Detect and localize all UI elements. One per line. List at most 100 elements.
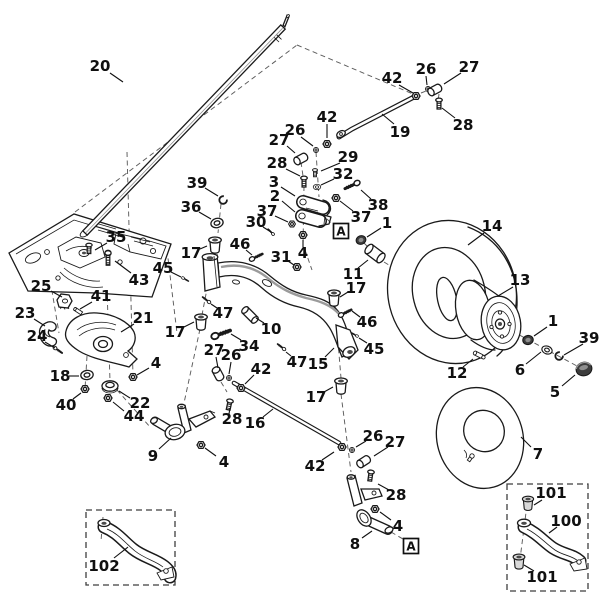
- tie-rod-16: [231, 380, 342, 446]
- leader-line-35: [94, 242, 108, 251]
- leader-line-13: [497, 286, 514, 297]
- leader-line-101: [523, 564, 535, 572]
- spindle-8: [346, 474, 394, 535]
- callout-30: 30: [246, 213, 267, 231]
- steering-shaft: [81, 14, 290, 237]
- tire-14: [386, 219, 518, 365]
- callout-37: 37: [257, 202, 278, 220]
- view-marker-label: A: [406, 540, 416, 554]
- bolt-35: [85, 242, 93, 255]
- bushing-17b: [327, 289, 341, 307]
- callout-27: 27: [269, 131, 290, 149]
- callout-28: 28: [386, 486, 407, 504]
- washer-18: [79, 368, 95, 382]
- callout-28: 28: [267, 154, 288, 172]
- leader-line-4: [136, 367, 150, 376]
- leader-line-28: [441, 107, 456, 119]
- pin-41: [73, 307, 84, 316]
- nut-42a: [322, 139, 332, 149]
- leader-line-20: [109, 72, 124, 83]
- callout-12: 12: [447, 364, 468, 382]
- leader-line-16: [262, 408, 274, 418]
- bushing-22: [101, 380, 119, 394]
- callout-37: 37: [351, 208, 372, 226]
- callout-13: 13: [510, 271, 531, 289]
- washer-6: [540, 343, 554, 357]
- callout-4: 4: [393, 517, 403, 535]
- leader-line-37: [274, 215, 289, 223]
- callout-25: 25: [31, 277, 52, 295]
- callout-35: 35: [106, 228, 127, 246]
- leader-line-27: [286, 145, 296, 154]
- leader-line-40: [72, 392, 82, 400]
- leader-line-28: [377, 483, 390, 491]
- callout-15: 15: [308, 355, 329, 373]
- bolt-28c: [224, 397, 235, 412]
- screw-47b: [275, 341, 288, 353]
- callout-46: 46: [230, 235, 251, 253]
- bolt-28d: [365, 469, 376, 483]
- callout-4: 4: [219, 453, 229, 471]
- clamp-25: [56, 293, 73, 310]
- leader-line-7: [520, 436, 532, 448]
- leader-line-2: [281, 200, 296, 213]
- screw-29: [312, 168, 318, 178]
- callout-27: 27: [204, 341, 225, 359]
- spacer-27a: [291, 151, 310, 167]
- callout-10: 10: [261, 320, 282, 338]
- callout-27: 27: [459, 58, 480, 76]
- callout-14: 14: [482, 217, 503, 235]
- bracket-100: [516, 518, 588, 572]
- callout-3: 3: [269, 173, 279, 191]
- spacer-27c: [210, 364, 226, 383]
- callout-34: 34: [239, 337, 260, 355]
- leader-line-26: [228, 361, 232, 375]
- callout-4: 4: [151, 354, 161, 372]
- leader-line-6: [525, 351, 542, 365]
- ring-26a: [313, 147, 319, 153]
- leader-line-27: [215, 356, 219, 369]
- callout-26: 26: [416, 60, 437, 78]
- leader-line-26: [425, 75, 428, 86]
- leader-line-42: [398, 84, 414, 94]
- leader-line-3: [280, 186, 296, 197]
- bushing-101a: [521, 495, 535, 512]
- view-marker-box: [402, 537, 420, 555]
- callout-42: 42: [251, 360, 272, 378]
- bushing-17a: [208, 236, 222, 254]
- leader-line-4: [204, 447, 217, 457]
- inset-box-right: [506, 483, 589, 592]
- callout-47: 47: [287, 353, 308, 371]
- leader-line-102: [113, 546, 129, 559]
- nut-40: [80, 384, 90, 394]
- leader-line-34: [230, 333, 242, 341]
- callout-27: 27: [385, 433, 406, 451]
- bushing-17c: [194, 313, 208, 331]
- leader-line-31: [287, 260, 295, 266]
- bracket-102: [97, 518, 177, 584]
- leader-line-27: [373, 446, 389, 457]
- bolt-34: [208, 325, 234, 343]
- leader-line-45: [170, 271, 182, 278]
- steering-sector: [64, 312, 138, 368]
- leader-line-21: [120, 323, 135, 333]
- callout-38: 38: [368, 196, 389, 214]
- nut-37b: [288, 220, 296, 228]
- callout-16: 16: [245, 414, 266, 432]
- leader-line-39: [563, 343, 584, 356]
- leader-line-47: [285, 351, 292, 357]
- bolt-28a: [300, 175, 308, 188]
- spacer-27d: [354, 453, 373, 470]
- leader-line-12: [462, 358, 474, 368]
- leader-line-23: [33, 318, 46, 327]
- spindle-9: [149, 403, 217, 441]
- leader-line-15: [324, 347, 335, 358]
- callout-8: 8: [350, 535, 360, 553]
- nut-42c: [236, 383, 246, 393]
- drag-link-19: [336, 94, 417, 140]
- callout-28: 28: [453, 116, 474, 134]
- leader-line-39: [204, 187, 219, 197]
- leader-line-19: [381, 113, 395, 125]
- clip-39a: [217, 194, 229, 207]
